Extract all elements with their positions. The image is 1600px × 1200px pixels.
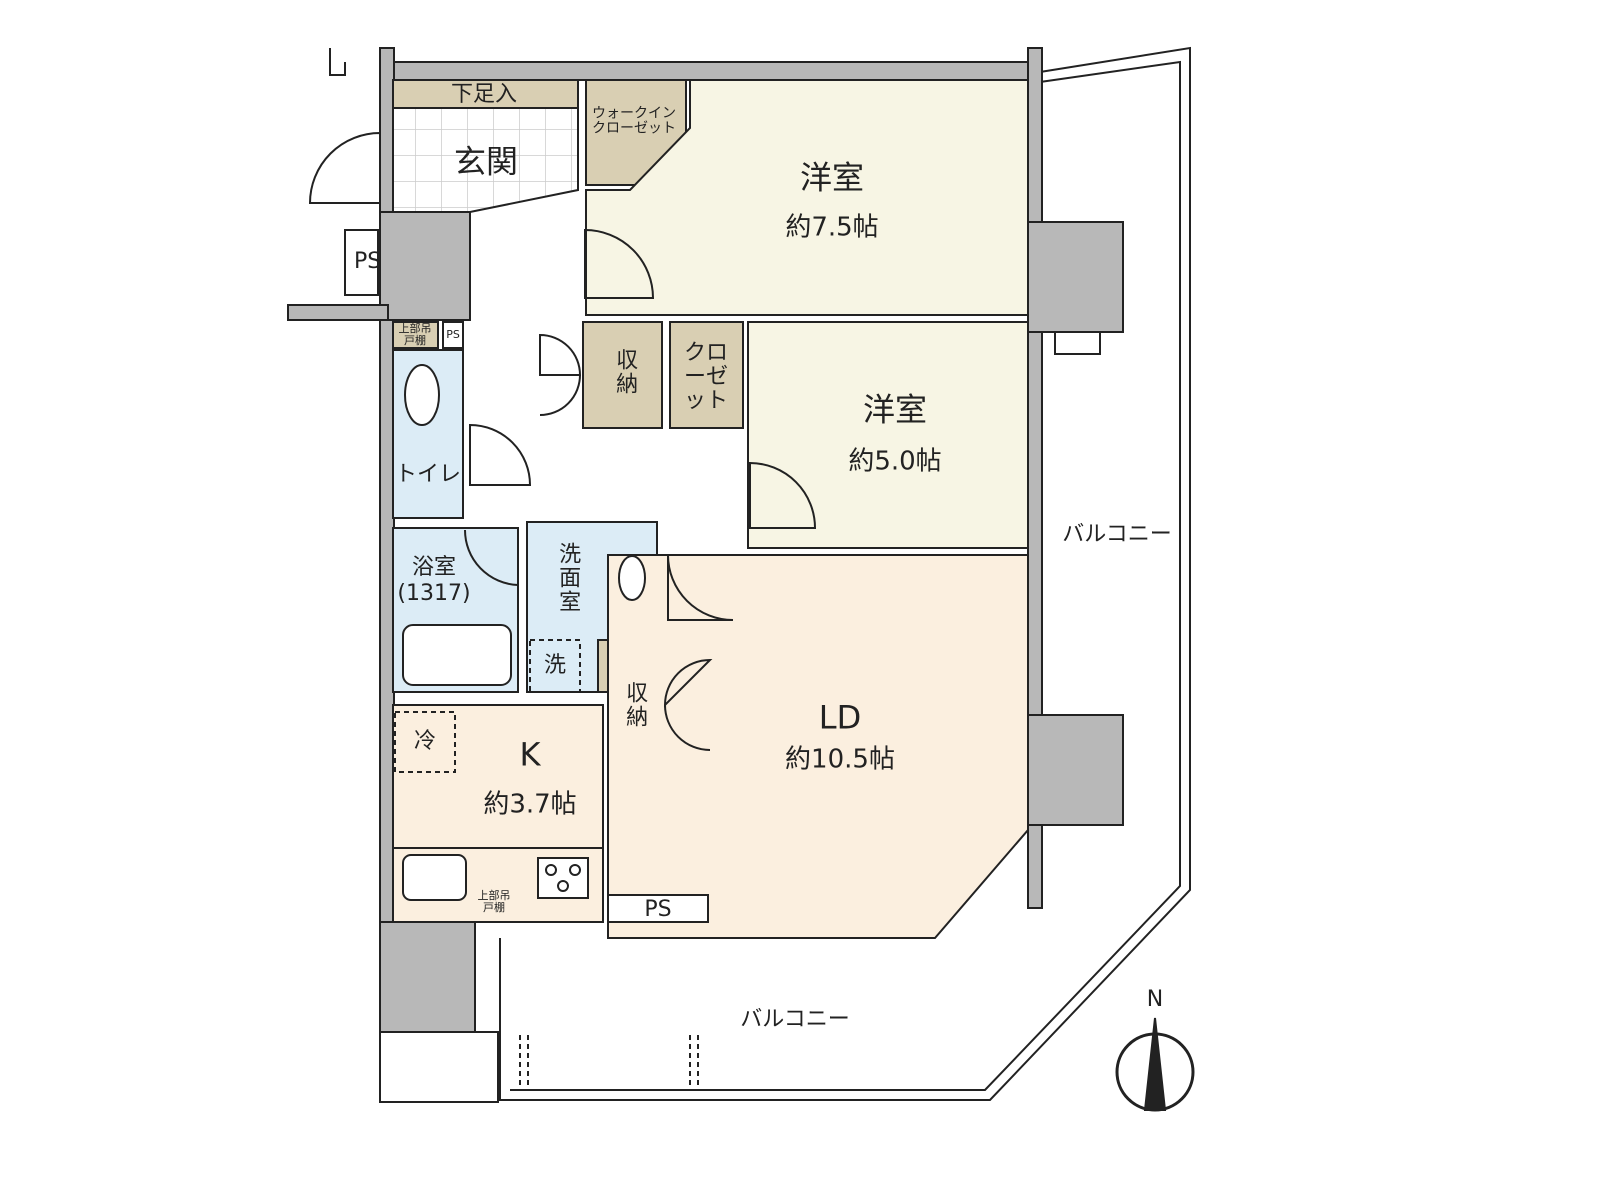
washroom-label: 洗面室 xyxy=(555,542,581,614)
washer-label: 洗 xyxy=(543,652,567,678)
bath-size-label: (1317) xyxy=(397,580,471,606)
ps-label-ld: PS xyxy=(644,896,672,922)
bath-label: 浴室 xyxy=(411,554,457,580)
walk-in-closet-label: ウォークイン クローゼット xyxy=(592,105,676,137)
compass-needle xyxy=(1143,1017,1167,1111)
upper-cabinet-label: 上部吊戸棚 xyxy=(398,321,432,347)
ps-shaft xyxy=(344,229,379,296)
kitchen-upper-cabinet-label: 上部吊戸棚 xyxy=(477,888,511,914)
balcony-east-inner xyxy=(510,60,1181,1091)
ld-name: LD xyxy=(818,698,862,737)
balcony-east-outline xyxy=(499,46,1191,1101)
balcony-east-label: バルコニー xyxy=(1062,521,1172,547)
kitchen-size: 約3.7帖 xyxy=(483,789,577,820)
closet-label: クローゼット xyxy=(683,340,728,415)
shoe-storage-label: 下足入 xyxy=(450,81,518,107)
storage-1-label: 収納 xyxy=(612,348,638,396)
ps-label-outside: PS xyxy=(354,248,382,274)
ps-label-toilet: PS xyxy=(446,327,460,341)
kitchen-name: K xyxy=(519,735,541,774)
storage-2-label: 収納 xyxy=(622,681,648,729)
fridge-label: 冷 xyxy=(413,728,437,754)
compass-north-label: N xyxy=(1146,986,1164,1012)
western-room-1-size: 約7.5帖 xyxy=(785,212,879,243)
toilet-label: トイレ xyxy=(394,461,462,487)
western-room-1-name: 洋室 xyxy=(799,158,865,197)
ld-size: 約10.5帖 xyxy=(785,744,895,775)
western-room-2-name: 洋室 xyxy=(862,390,928,429)
western-room-2-size: 約5.0帖 xyxy=(848,446,942,477)
balcony-south-label: バルコニー xyxy=(740,1006,850,1032)
entrance-label: 玄関 xyxy=(453,142,519,181)
